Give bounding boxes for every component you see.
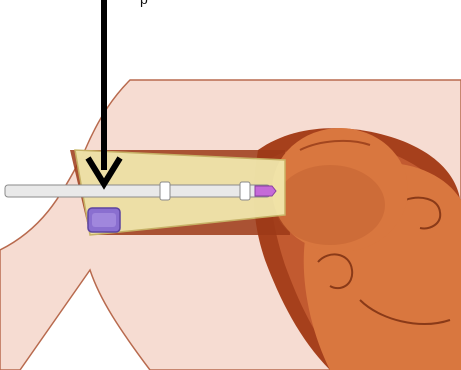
top-label: p xyxy=(140,0,148,7)
instrument-shaft xyxy=(5,185,270,197)
instrument-tip xyxy=(255,186,276,196)
fetal-head-shadow xyxy=(275,165,385,245)
speculum-handle-inner xyxy=(92,213,116,227)
instrument-connector-1 xyxy=(160,182,170,200)
instrument-connector-2 xyxy=(240,182,250,200)
